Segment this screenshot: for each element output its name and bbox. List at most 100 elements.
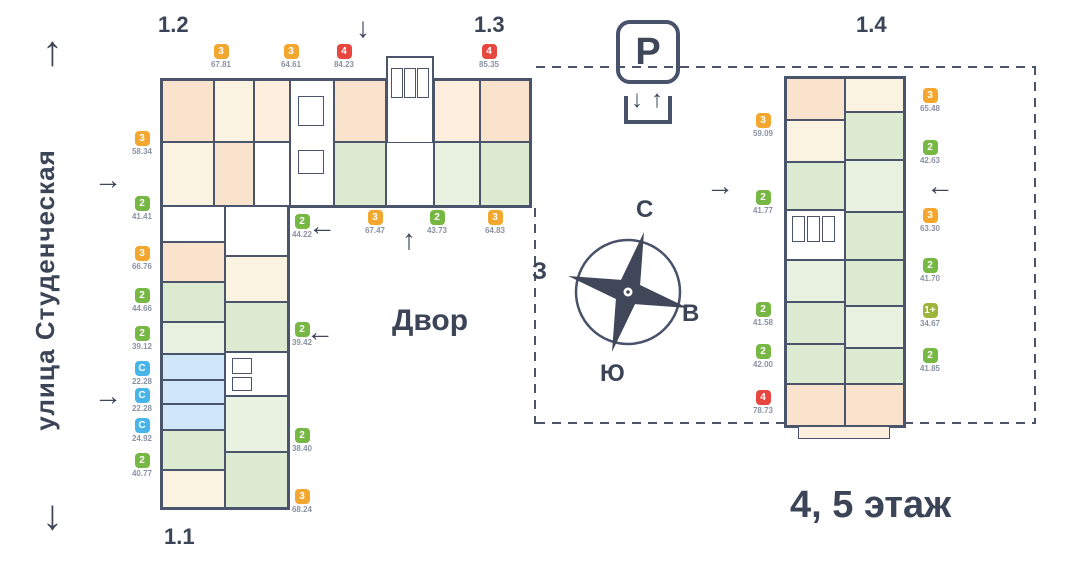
apartment-cell[interactable] [434,142,480,206]
apartment-cell[interactable] [845,260,904,306]
apartment-area: 43.73 [426,226,448,235]
apartment-type-chip: 2 [755,302,771,317]
entrance-arrow-left-icon: ← [926,170,954,201]
apartment-area: 78.73 [752,406,774,415]
apartment-cell[interactable] [845,384,904,426]
apartment-cell[interactable] [480,142,530,206]
apartment-cell[interactable] [254,80,290,142]
apartment-type-chip: 2 [134,196,150,211]
apartment-cell[interactable] [162,282,225,322]
elevator-shaft [232,377,252,391]
apartment-cell[interactable] [786,344,845,384]
apartment-cell[interactable] [480,80,530,142]
apartment-area: 58.34 [131,147,153,156]
elevator-shaft [404,68,416,98]
apartment-cell[interactable] [162,142,214,206]
entrance-arrow-down-icon: ↓ [356,12,370,43]
apartment-cell[interactable] [162,404,225,430]
apartment-cell[interactable] [434,80,480,142]
apartment-cell[interactable] [845,212,904,260]
apartment-cell[interactable] [845,78,904,112]
apartment-cell[interactable] [786,260,845,302]
apartment-cell[interactable] [162,322,225,354]
apartment-type-chip: 2 [922,348,938,363]
apartment-area: 66.76 [131,262,153,271]
apartment-badge[interactable]: 1+34.67 [913,303,947,328]
apartment-area: 22.28 [131,404,153,413]
apartment-cell[interactable] [845,348,904,384]
apartment-cell[interactable] [162,430,225,470]
apartment-cell[interactable] [334,80,386,142]
apartment-type-chip: 2 [755,344,771,359]
parking-bracket [624,96,672,124]
apartment-area: 42.00 [752,360,774,369]
apartment-cell[interactable] [845,160,904,212]
apartment-cell[interactable] [162,354,225,380]
apartment-cell[interactable] [845,306,904,348]
apartment-cell[interactable] [786,162,845,210]
apartment-cell[interactable] [225,396,288,452]
apartment-cell[interactable] [786,120,845,162]
apartment-cell[interactable] [334,142,386,206]
apartment-area: 68.24 [291,505,313,514]
apartment-cell[interactable] [214,142,254,206]
entrance-arrow-right-icon: → [706,170,734,201]
apartment-cell[interactable] [162,242,225,282]
apartment-cell[interactable] [162,80,214,142]
apartment-cell[interactable] [162,380,225,404]
apartment-cell[interactable] [214,80,254,142]
apartment-cell[interactable] [225,452,288,508]
apartment-type-chip: 2 [134,453,150,468]
apartment-type-chip: 3 [487,210,503,225]
apartment-cell[interactable] [225,302,288,352]
apartment-cell[interactable] [845,112,904,160]
apartment-type-chip: 3 [367,210,383,225]
apartment-cell[interactable] [786,302,845,344]
apartment-cell[interactable] [225,256,288,302]
apartment-cell[interactable] [162,470,225,508]
apartment-type-chip: С [134,388,150,403]
apartment-type-chip: 2 [294,428,310,443]
apartment-type-chip: 4 [755,390,771,405]
apartment-area: 42.63 [919,156,941,165]
compass-west-label: З [532,258,548,285]
elevator-shaft [822,216,835,242]
apartment-type-chip: 3 [134,246,150,261]
apartment-type-chip: 3 [922,208,938,223]
section-label-1-1: 1.1 [164,524,195,549]
apartment-cell[interactable] [786,384,845,426]
apartment-area: 22.28 [131,377,153,386]
apartment-cell[interactable] [786,78,845,120]
apartment-area: 64.61 [280,60,302,69]
